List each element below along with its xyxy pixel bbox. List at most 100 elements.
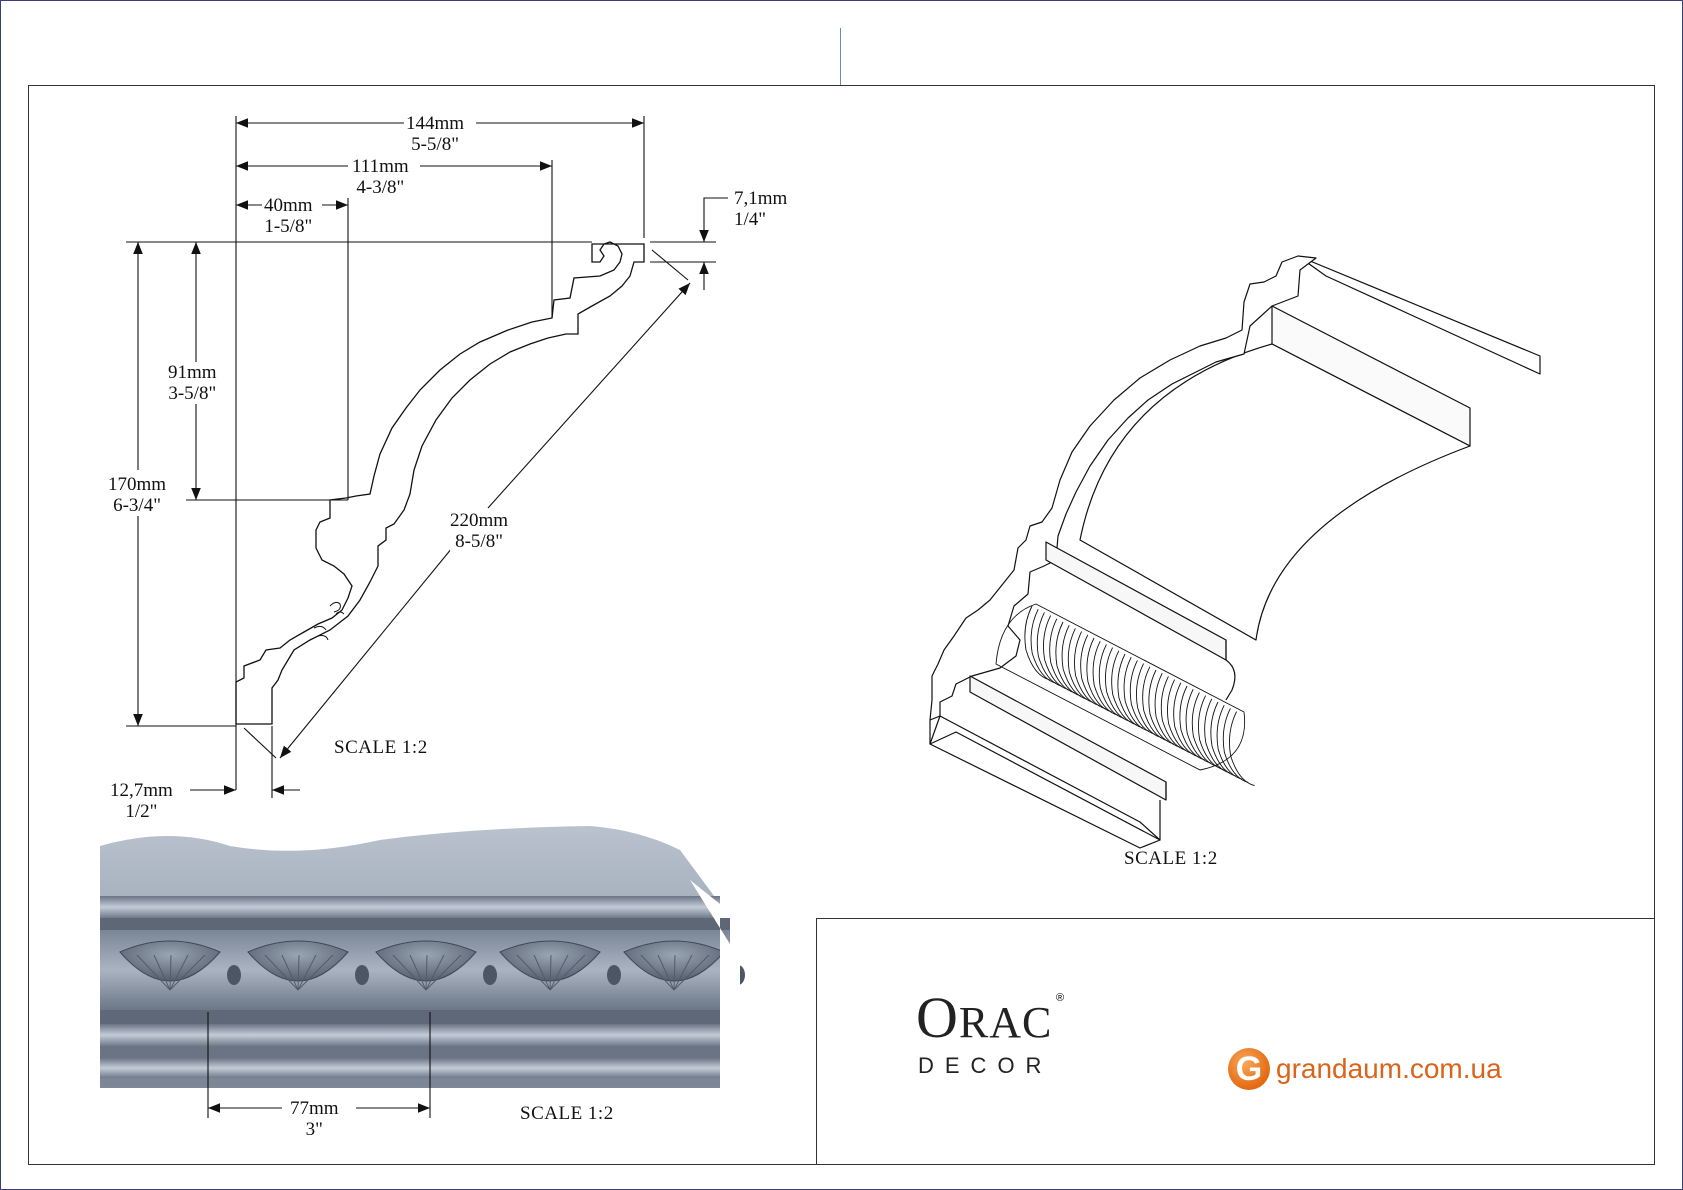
dim-40-in: 1-5/8" (264, 216, 313, 237)
iso-ornament-stroke (1173, 682, 1199, 758)
iso-ornament-stroke (1055, 621, 1082, 697)
ornament-rib (264, 954, 299, 991)
iso-ornament-outline (995, 603, 1246, 771)
iso-ornament-stroke (1049, 618, 1075, 694)
ornament-rib (533, 954, 551, 991)
iso-ornament-stroke (1160, 676, 1187, 751)
dim-144-label: 144mm 5-5/8" (406, 113, 465, 155)
ornament-rib (297, 954, 334, 991)
iso-ornament-stroke (1036, 612, 1063, 687)
ornament-rib (425, 954, 428, 991)
grandaum-logo-icon: G (1228, 1048, 1270, 1090)
isometric-view (929, 255, 1541, 849)
scale-ornament: SCALE 1:2 (520, 1103, 614, 1124)
ornament-rib (516, 954, 551, 991)
ornament-rib (409, 954, 427, 991)
ornament-leaf-cup (375, 940, 477, 982)
iso-ornament-stroke (1216, 704, 1243, 780)
ornament-rib (673, 954, 676, 991)
dim-91-mm: 91mm (168, 362, 217, 383)
ornament-rib (673, 954, 710, 991)
ornament-bead (483, 965, 497, 985)
registered-mark: ® (1056, 992, 1065, 1004)
iso-ornament-band (995, 603, 1255, 787)
profile-section (235, 241, 645, 725)
iso-ornament-stroke (1067, 628, 1094, 703)
website-link[interactable]: G grandaum.com.ua (1228, 1048, 1502, 1090)
dim-12-label: 12,7mm 1/2" (110, 780, 173, 822)
iso-ornament-stroke (1229, 711, 1255, 787)
ornament-render (100, 826, 745, 1090)
iso-ornament-stroke (1129, 660, 1156, 735)
iso-ornament-stroke (1024, 605, 1051, 681)
website-url[interactable]: grandaum.com.ua (1276, 1053, 1502, 1084)
dim-170-in: 6-3/4" (113, 495, 161, 516)
ornament-rib (549, 954, 552, 991)
iso-ornament-stroke (1092, 640, 1119, 716)
iso-ornament-stroke (1185, 688, 1212, 764)
ornament-rib (673, 954, 693, 991)
ornament-leaf-cup (499, 940, 601, 982)
ornament-bead (355, 965, 369, 985)
title-block (816, 918, 1655, 1165)
iso-ornament-stroke (1167, 679, 1193, 755)
ornament-rib (657, 954, 675, 991)
ornament-rib (392, 954, 427, 991)
iso-ornament-stroke (1136, 663, 1162, 739)
iso-ornament-stroke (1098, 644, 1125, 719)
ornament-leaf-cup (119, 940, 221, 982)
iso-ornament-stroke (1030, 608, 1057, 684)
ornament-bead (227, 965, 241, 985)
dim-144-in: 5-5/8" (411, 134, 459, 155)
ornament-rib (169, 954, 189, 991)
dim-77-mm: 77mm (290, 1098, 339, 1119)
scale-iso: SCALE 1:2 (1124, 848, 1218, 869)
iso-ornament-stroke (1074, 631, 1100, 707)
ornament-rib (136, 954, 171, 991)
dim-170-label: 170mm 6-3/4" (108, 474, 167, 516)
iso-ornament-stroke (1191, 692, 1218, 767)
dim-12-in: 1/2" (125, 801, 158, 822)
iso-ornament-stroke (1123, 656, 1150, 732)
ornament-leaf-cup (247, 940, 349, 982)
ornament-rib (297, 954, 300, 991)
dim-77-in: 3" (305, 1119, 323, 1140)
decor-wordmark: DECOR (918, 1053, 1053, 1078)
dim-91-label: 91mm 3-5/8" (168, 362, 217, 404)
ornament-dimension (207, 1012, 431, 1118)
iso-ornament-stroke (1179, 685, 1206, 761)
dim-220-mm: 220mm (450, 510, 509, 531)
ornament-rib (153, 954, 171, 991)
dim-12-mm: 12,7mm (110, 780, 173, 801)
iso-ornament-stroke (1154, 672, 1181, 748)
orac-rest: RAC (958, 998, 1053, 1047)
orac-initial: O (916, 985, 959, 1050)
ornament-rib (297, 954, 317, 991)
dim-220-in: 8-5/8" (455, 531, 503, 552)
profile-dimensions (126, 116, 728, 798)
ornament-bead (607, 965, 621, 985)
iso-ornament-stroke (1117, 653, 1144, 729)
iso-ornament-stroke (1111, 650, 1137, 726)
iso-ornament-stroke (1061, 624, 1088, 700)
dim-7-in: 1/4" (734, 209, 767, 230)
iso-ornament-stroke (1148, 669, 1175, 745)
ornament-rib (425, 954, 445, 991)
iso-ornament-stroke (1086, 637, 1113, 713)
dim-7-label: 7,1mm 1/4" (734, 188, 788, 230)
dim-111-mm: 111mm (352, 156, 409, 177)
ornament-rib (281, 954, 299, 991)
ornament-rib (549, 954, 586, 991)
dim-220-label: 220mm 8-5/8" (450, 510, 509, 552)
dim-7-mm: 7,1mm (734, 188, 788, 209)
iso-ornament-stroke (1210, 701, 1237, 777)
iso-ornament-stroke (1043, 615, 1069, 691)
iso-ornament-stroke (1105, 647, 1131, 723)
iso-ornament-stroke (1142, 666, 1168, 742)
dim-91-in: 3-5/8" (168, 383, 217, 404)
iso-ornament-stroke (1204, 698, 1230, 774)
orac-decor-logo: ORAC ® DECOR (916, 989, 1076, 1079)
dim-40-mm: 40mm (264, 195, 313, 216)
iso-ornament-stroke (1222, 708, 1249, 783)
